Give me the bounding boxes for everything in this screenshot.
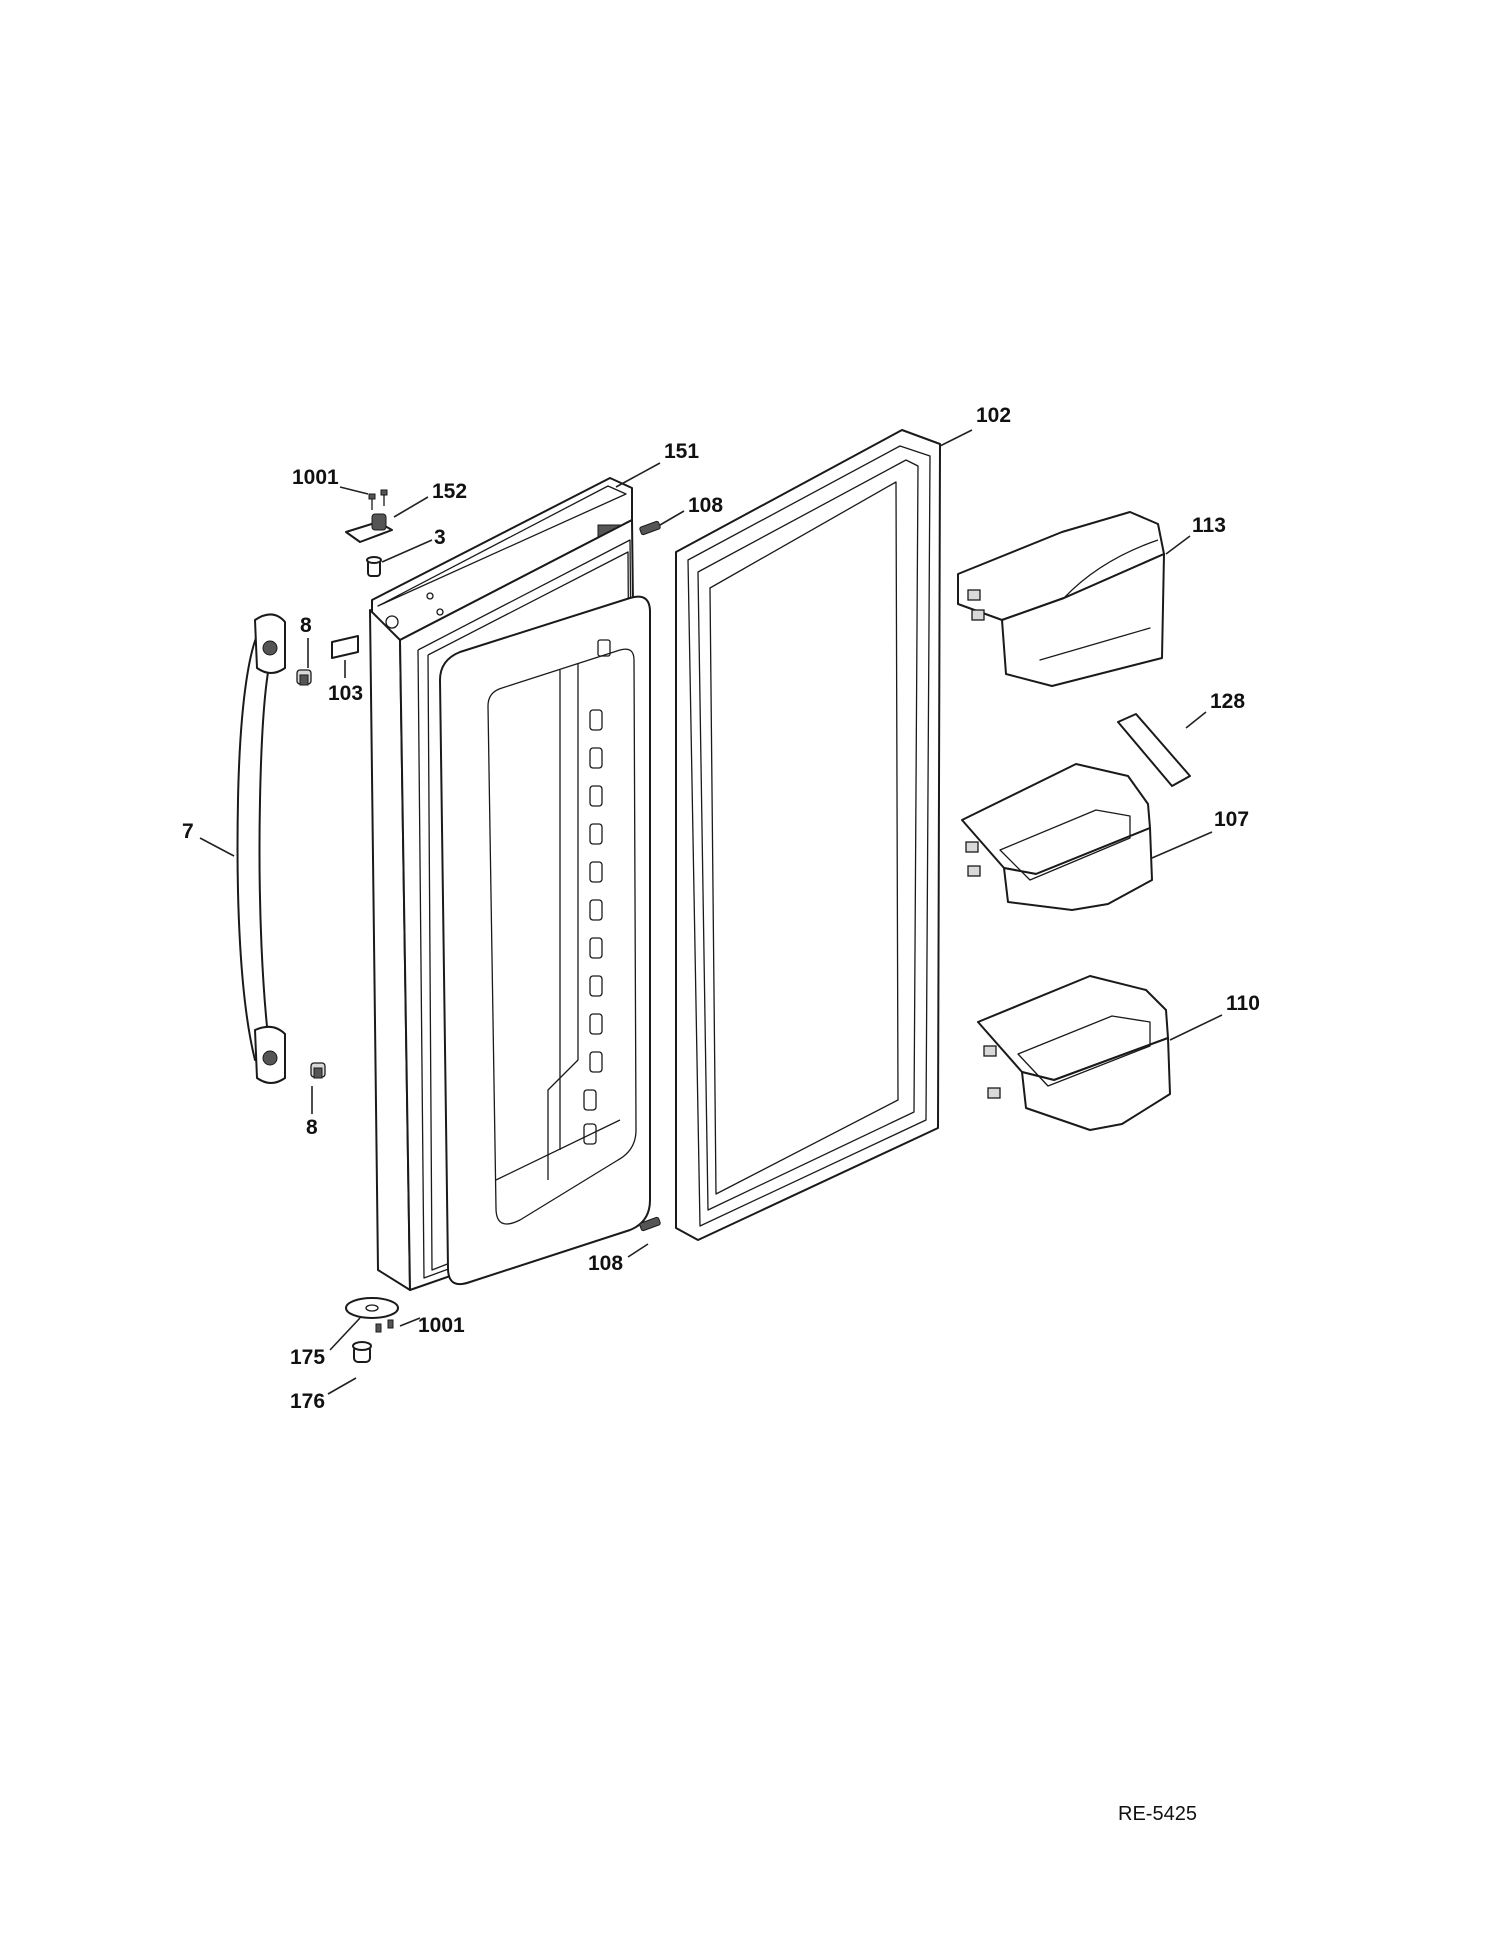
door-gasket — [675, 429, 941, 1241]
shim-128 — [1117, 713, 1191, 787]
callout-108-bottom: 108 — [588, 1252, 623, 1275]
callout-8-bottom: 8 — [306, 1116, 318, 1139]
door-handle — [236, 613, 286, 1084]
bushing-176 — [352, 1341, 372, 1363]
bin-110 — [977, 975, 1171, 1131]
screw-8-top — [296, 669, 312, 686]
hinge-175 — [345, 1297, 399, 1333]
hinge-152 — [345, 489, 393, 543]
screw-8-bottom — [310, 1062, 326, 1079]
callout-8-top: 8 — [300, 614, 312, 637]
bin-113 — [957, 511, 1165, 687]
callout-113: 113 — [1192, 514, 1226, 537]
callout-7: 7 — [182, 820, 194, 843]
bin-107 — [961, 763, 1153, 911]
label-103-part — [331, 635, 359, 659]
callout-3: 3 — [434, 526, 446, 549]
callout-108-top: 108 — [688, 494, 723, 517]
callout-176: 176 — [290, 1390, 325, 1413]
callout-labels: 1001 152 151 102 108 3 113 8 103 128 7 1… — [182, 404, 1260, 1413]
callout-151: 151 — [664, 440, 699, 463]
callout-102: 102 — [976, 404, 1011, 427]
reference-code: RE-5425 — [1118, 1803, 1197, 1825]
callout-1001-bottom: 1001 — [418, 1314, 465, 1337]
door-liner — [439, 595, 651, 1286]
door-stop-108-bottom — [639, 1216, 661, 1232]
callout-1001-top: 1001 — [292, 466, 339, 489]
callout-110: 110 — [1226, 992, 1260, 1015]
leader-lines — [199, 429, 1223, 1395]
callout-128: 128 — [1210, 690, 1245, 713]
door-stop-108-top — [639, 520, 661, 536]
callout-175: 175 — [290, 1346, 325, 1369]
bushing-3 — [366, 556, 382, 577]
callout-107: 107 — [1214, 808, 1249, 831]
liner-slots — [583, 639, 611, 1145]
callout-152: 152 — [432, 480, 467, 503]
callout-103: 103 — [328, 682, 363, 705]
